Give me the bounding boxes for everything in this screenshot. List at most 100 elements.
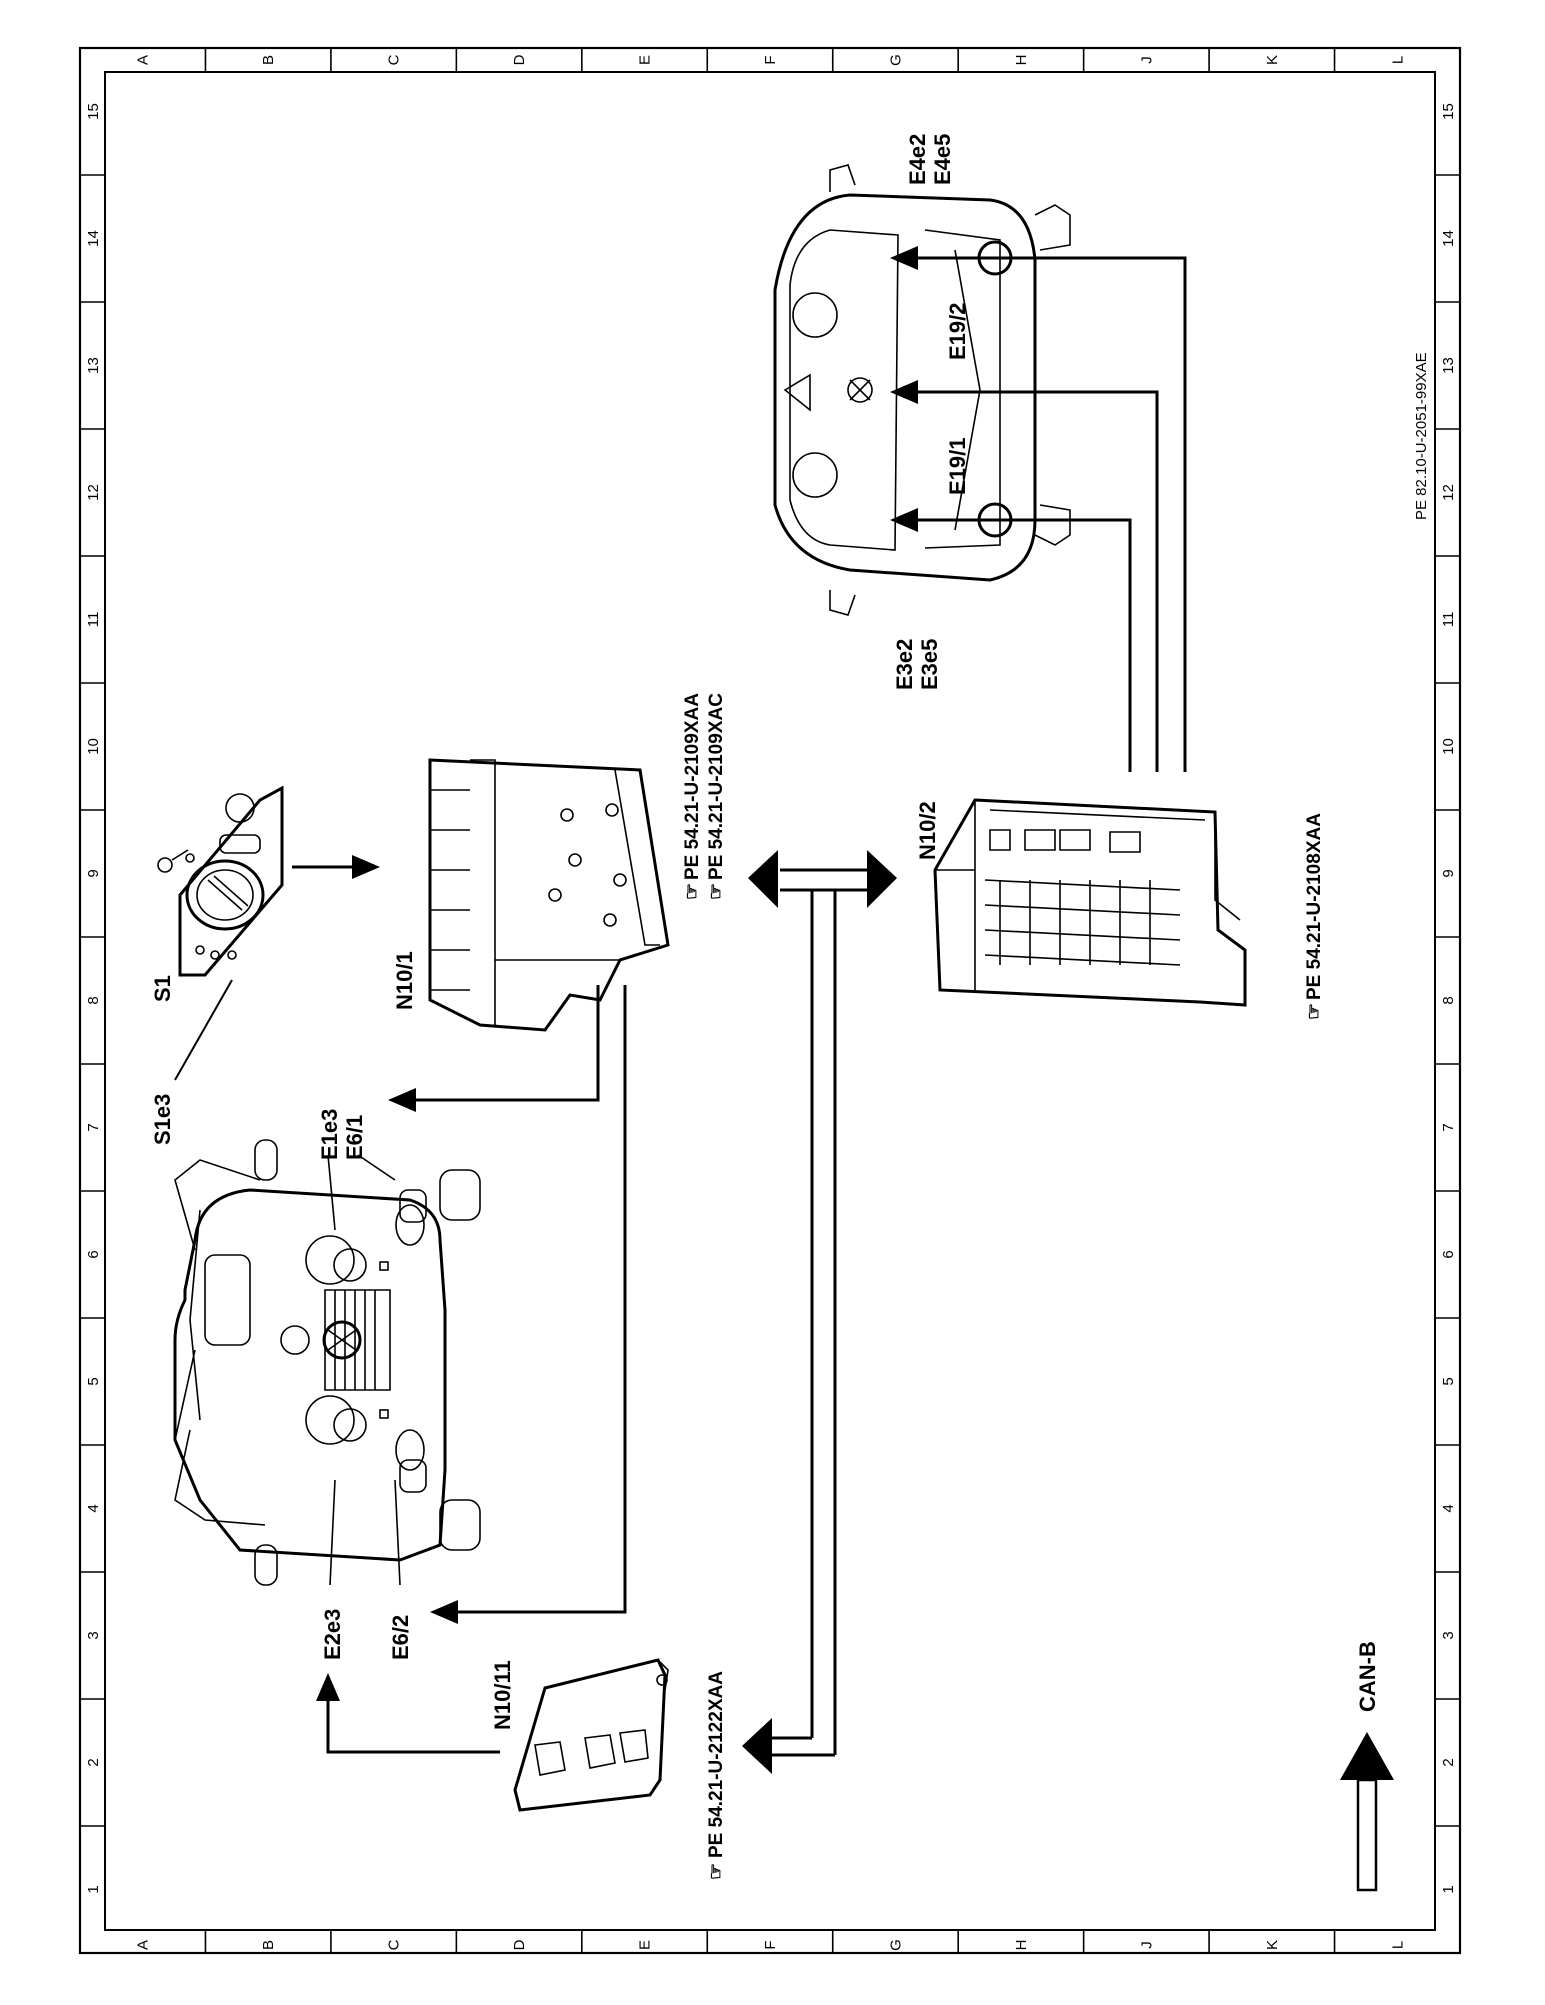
grid-number-left: 12 — [85, 484, 102, 501]
label-e3e5: E3e5 — [917, 639, 942, 690]
inner-frame — [104, 71, 1436, 1931]
grid-letter-bottom: H — [1013, 1940, 1030, 1951]
label-e3e2: E3e2 — [892, 639, 917, 690]
grid-number-left: 14 — [85, 230, 102, 247]
grid-letter-top: G — [887, 54, 904, 66]
grid-number-right: 3 — [1440, 1631, 1457, 1639]
can-b-bus — [742, 850, 897, 1774]
light-switch-s1 — [157, 785, 284, 977]
grid-number-right: 10 — [1440, 738, 1457, 755]
hand-icon: ☞ — [706, 1863, 727, 1880]
arrowhead-s1-n10-1 — [352, 855, 380, 879]
grid-number-left: 5 — [85, 1377, 102, 1385]
arrowhead-e1e3 — [388, 1088, 416, 1112]
grid-number-left: 4 — [85, 1504, 102, 1512]
grid-number-right: 15 — [1440, 103, 1457, 120]
wire-n10-1-to-e1e3 — [415, 985, 600, 1102]
hand-icon: ☞ — [706, 883, 727, 900]
grid-letter-top: K — [1264, 55, 1281, 65]
grid-number-left: 7 — [85, 1123, 102, 1131]
leader-e6-1 — [357, 1154, 396, 1181]
grid-number-right: 8 — [1440, 996, 1457, 1004]
grid-number-right: 7 — [1440, 1123, 1457, 1131]
ref-n10-2: PE 54.21-U-2108XAA — [1304, 813, 1325, 1000]
label-e19-2: E19/2 — [945, 303, 970, 361]
label-e19-1: E19/1 — [945, 438, 970, 496]
label-e1e3: E1e3 — [317, 1109, 342, 1160]
sam-module-n10-1 — [428, 758, 670, 1032]
leader-e2e3 — [329, 1479, 336, 1586]
grid-letter-top: C — [386, 54, 403, 65]
grid-letter-bottom: A — [135, 1940, 152, 1950]
grid-letter-bottom: B — [260, 1940, 277, 1950]
grid-number-left: 3 — [85, 1631, 102, 1639]
wire-n10-1-to-e2e3 — [458, 985, 627, 1614]
label-e4e2: E4e2 — [905, 134, 930, 185]
grid-letter-top: J — [1138, 56, 1155, 64]
label-e6-1: E6/1 — [342, 1115, 367, 1160]
arrowhead-e19-1 — [890, 380, 918, 404]
grid-letter-bottom: D — [511, 1939, 528, 1950]
label-e2e3: E2e3 — [320, 1609, 345, 1660]
grid-letter-bottom: E — [637, 1940, 654, 1950]
grid-letter-top: D — [511, 54, 528, 65]
grid-letter-top: F — [762, 55, 779, 64]
grid-number-right: 1 — [1440, 1885, 1457, 1893]
grid-letter-top: H — [1013, 55, 1030, 66]
leader-s1e3 — [174, 979, 233, 1081]
hand-icon: ☞ — [682, 883, 703, 900]
leader-e6-2 — [394, 1479, 401, 1586]
grid-letter-bottom: J — [1138, 1941, 1155, 1949]
grid-letter-bottom: G — [887, 1939, 904, 1951]
hand-icon: ☞ — [1304, 1003, 1325, 1020]
grid-number-left: 9 — [85, 869, 102, 877]
grid-number-left: 11 — [85, 612, 102, 628]
wire-n10-2-to-e3e2 — [915, 518, 1132, 772]
grid-number-left: 13 — [85, 357, 102, 374]
grid-number-left: 2 — [85, 1758, 102, 1766]
front-vehicle — [173, 1139, 481, 1586]
grid-letter-top: E — [637, 55, 654, 65]
ref-n10-1-a: PE 54.21-U-2109XAA — [682, 693, 703, 880]
grid-number-left: 10 — [85, 738, 102, 755]
arrowhead-e2e3 — [430, 1600, 458, 1624]
grid-letter-bottom: F — [762, 1940, 779, 1949]
wire-n10-11-to-e2e3 — [326, 1700, 500, 1754]
can-b-legend — [1340, 1732, 1394, 1892]
leader-e1e3 — [327, 1154, 336, 1231]
wire-n10-2-to-e4e2 — [915, 256, 1187, 772]
label-n10-1: N10/1 — [392, 951, 417, 1010]
module-n10-11 — [513, 1658, 669, 1812]
ref-n10-11: PE 54.21-U-2122XAA — [706, 1671, 727, 1858]
grid-letter-bottom: K — [1264, 1940, 1281, 1950]
grid-letter-bottom: C — [386, 1939, 403, 1950]
grid-ticks — [80, 48, 1460, 1953]
rear-vehicle — [773, 164, 1071, 616]
label-n10-2: N10/2 — [915, 801, 940, 860]
label-e4e5: E4e5 — [930, 134, 955, 185]
grid-number-right: 13 — [1440, 357, 1457, 374]
grid-number-left: 1 — [85, 1885, 102, 1893]
outer-frame — [78, 46, 1462, 1955]
grid-number-right: 4 — [1440, 1504, 1457, 1512]
sam-module-n10-2 — [933, 798, 1247, 1007]
grid-letter-top: A — [135, 55, 152, 65]
grid-number-left: 15 — [85, 103, 102, 120]
grid-number-right: 9 — [1440, 869, 1457, 877]
grid-number-right: 11 — [1440, 612, 1457, 628]
label-s1e3: S1e3 — [150, 1094, 175, 1145]
wire-n10-2-to-e19-1 — [915, 390, 1159, 772]
arrowhead-e3e2 — [890, 508, 918, 532]
grid-letter-top: B — [260, 55, 277, 65]
grid-number-right: 12 — [1440, 484, 1457, 501]
grid-number-left: 6 — [85, 1250, 102, 1258]
grid-number-right: 5 — [1440, 1377, 1457, 1385]
arrowhead-n10-11-e2e3 — [316, 1673, 340, 1701]
ref-n10-1-b: PE 54.21-U-2109XAC — [706, 693, 727, 880]
grid-number-right: 6 — [1440, 1250, 1457, 1258]
label-e6-2: E6/2 — [388, 1615, 413, 1660]
label-s1: S1 — [150, 975, 175, 1002]
grid-number-right: 2 — [1440, 1758, 1457, 1766]
label-n10-11: N10/11 — [490, 1660, 515, 1730]
